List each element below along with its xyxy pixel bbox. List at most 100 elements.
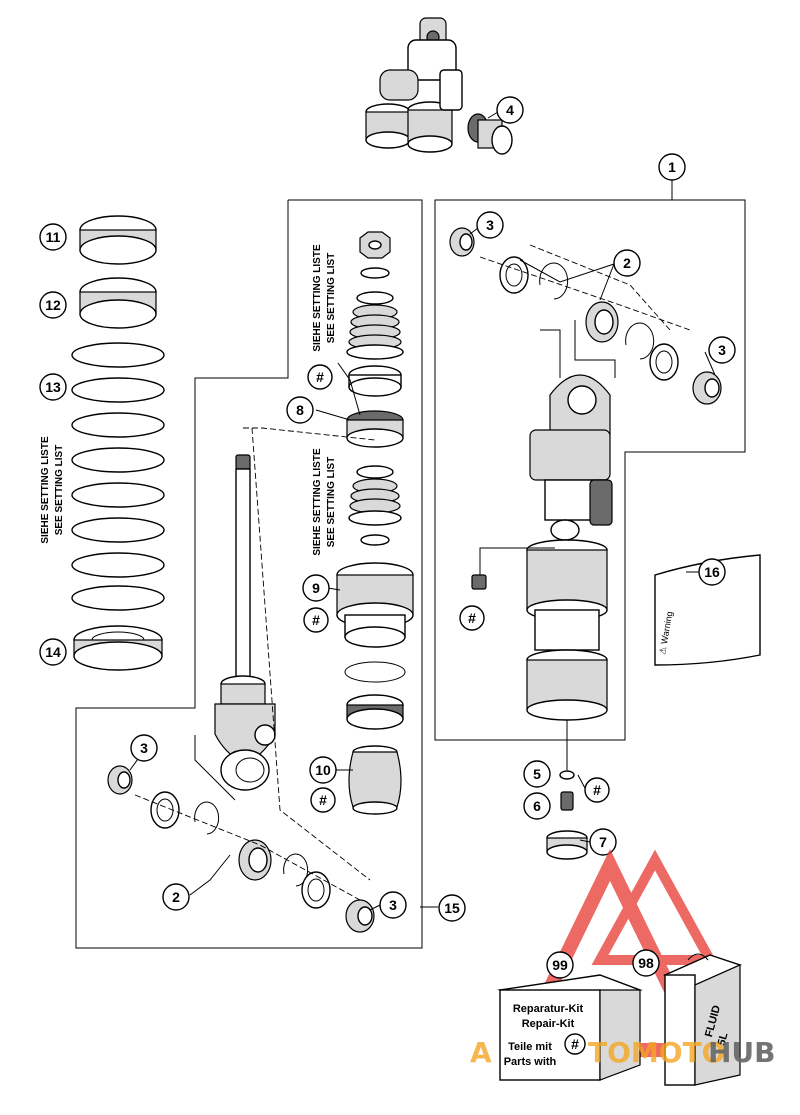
bushing-lower-left-part — [107, 765, 133, 795]
callout-99: 99 — [546, 951, 574, 979]
svg-text:7: 7 — [599, 834, 607, 850]
nut-part — [359, 231, 391, 259]
svg-text:8: 8 — [296, 402, 304, 418]
svg-text:6: 6 — [533, 798, 541, 814]
bushing-lower-right-part — [345, 899, 375, 933]
svg-text:#: # — [312, 612, 320, 628]
svg-text:#: # — [319, 792, 327, 808]
setting-list-en-left: SEE SETTING LIST — [54, 445, 65, 536]
callout-2-right: 2 — [613, 249, 641, 277]
svg-text:3: 3 — [140, 740, 148, 756]
spring-part — [71, 342, 165, 611]
svg-text:1: 1 — [668, 159, 676, 175]
svg-text:3: 3 — [486, 217, 494, 233]
callout-16: 16 — [698, 558, 726, 586]
svg-text:2: 2 — [172, 889, 180, 905]
callout-11: 11 — [39, 223, 67, 251]
piston-ring-part — [348, 365, 402, 397]
callout-2-left: 2 — [162, 883, 190, 911]
cap-part — [546, 830, 588, 860]
bump-stop-part — [348, 745, 402, 815]
callout-14: 14 — [39, 638, 67, 666]
washer-lower-part — [150, 791, 180, 829]
warning-sticker-part: ⚠ Warning — [654, 554, 761, 666]
kit-line-3: Teile mit — [508, 1041, 552, 1053]
svg-text:3: 3 — [718, 342, 726, 358]
svg-text:5: 5 — [533, 766, 541, 782]
shim-stack-bottom-part — [348, 465, 402, 546]
setting-list-en-top: SEE SETTING LIST — [326, 253, 337, 344]
spring-collar-bottom-part — [79, 277, 157, 329]
snap-ring-part — [344, 661, 406, 683]
watermark-part-3: HUB — [708, 1036, 776, 1069]
svg-text:98: 98 — [638, 955, 654, 971]
bearing-lower-part — [238, 839, 272, 881]
circlip-part — [539, 262, 569, 300]
svg-text:4: 4 — [506, 102, 514, 118]
callout-3-b: 3 — [708, 336, 736, 364]
circlip-lower-part — [194, 801, 220, 835]
watermark-part-2: TOMOTO — [588, 1036, 725, 1069]
hash-marker-1: # — [307, 364, 333, 390]
callout-3-a: 3 — [476, 211, 504, 239]
svg-text:11: 11 — [46, 229, 61, 245]
svg-text:13: 13 — [45, 379, 61, 395]
callout-98: 98 — [632, 949, 660, 977]
bleed-screw-part — [471, 547, 555, 590]
callout-7: 7 — [589, 828, 617, 856]
setting-list-en-mid: SEE SETTING LIST — [326, 457, 337, 548]
dust-seal-part — [346, 694, 404, 730]
callout-9: 9 — [302, 574, 330, 602]
setting-list-de-left: SIEHE SETTING LISTE — [40, 436, 51, 544]
frame-shock-assembly — [434, 180, 746, 741]
fluid-line-2: 5L — [716, 1031, 731, 1047]
callout-3-d: 3 — [379, 891, 407, 919]
svg-text:16: 16 — [704, 564, 720, 580]
svg-text:12: 12 — [45, 297, 61, 313]
setting-list-de-mid: SIEHE SETTING LISTE — [312, 448, 323, 556]
piston-part — [346, 410, 404, 448]
o-ring-part — [559, 720, 575, 780]
svg-text:2: 2 — [623, 255, 631, 271]
svg-text:9: 9 — [312, 580, 320, 596]
callout-15: 15 — [438, 894, 466, 922]
callout-10: 10 — [309, 756, 337, 784]
hash-marker-6: # — [571, 1036, 579, 1052]
seal-head-part — [336, 562, 414, 648]
bushing-right-part — [692, 371, 722, 405]
washer-2-part — [649, 343, 679, 381]
svg-text:#: # — [316, 369, 324, 385]
valve-part — [560, 791, 574, 811]
svg-text:#: # — [468, 610, 476, 626]
circlip-2-part — [625, 322, 655, 360]
svg-text:15: 15 — [444, 900, 460, 916]
shim-stack-top-part — [346, 267, 404, 360]
callout-3-c: 3 — [130, 734, 158, 762]
hash-marker-3: # — [310, 787, 336, 813]
svg-text:3: 3 — [389, 897, 397, 913]
callout-6: 6 — [523, 792, 551, 820]
repair-kit-box-part: Reparatur-Kit Repair-Kit Teile mit Parts… — [497, 974, 643, 1081]
watermark-text: A TOMOTO HUB — [470, 1036, 776, 1069]
hash-marker-5: # — [584, 777, 610, 803]
frame-damper-assembly — [75, 199, 423, 949]
svg-text:10: 10 — [315, 762, 331, 778]
adjuster-part — [467, 113, 513, 155]
reservoir-head-part — [365, 17, 463, 153]
bushing-left-part — [449, 227, 475, 257]
piston-rod-part — [214, 427, 376, 791]
callout-13: 13 — [39, 373, 67, 401]
kit-line-4: Parts with — [504, 1056, 557, 1068]
svg-text:14: 14 — [45, 644, 61, 660]
callout-1: 1 — [658, 153, 686, 181]
hash-marker-2: # — [303, 607, 329, 633]
callout-8: 8 — [286, 396, 314, 424]
callout-12: 12 — [39, 291, 67, 319]
kit-line-2: Repair-Kit — [522, 1018, 575, 1030]
watermark-part-1: A — [470, 1036, 492, 1069]
setting-list-de-top: SIEHE SETTING LISTE — [312, 244, 323, 352]
svg-text:#: # — [593, 782, 601, 798]
svg-text:99: 99 — [552, 957, 568, 973]
